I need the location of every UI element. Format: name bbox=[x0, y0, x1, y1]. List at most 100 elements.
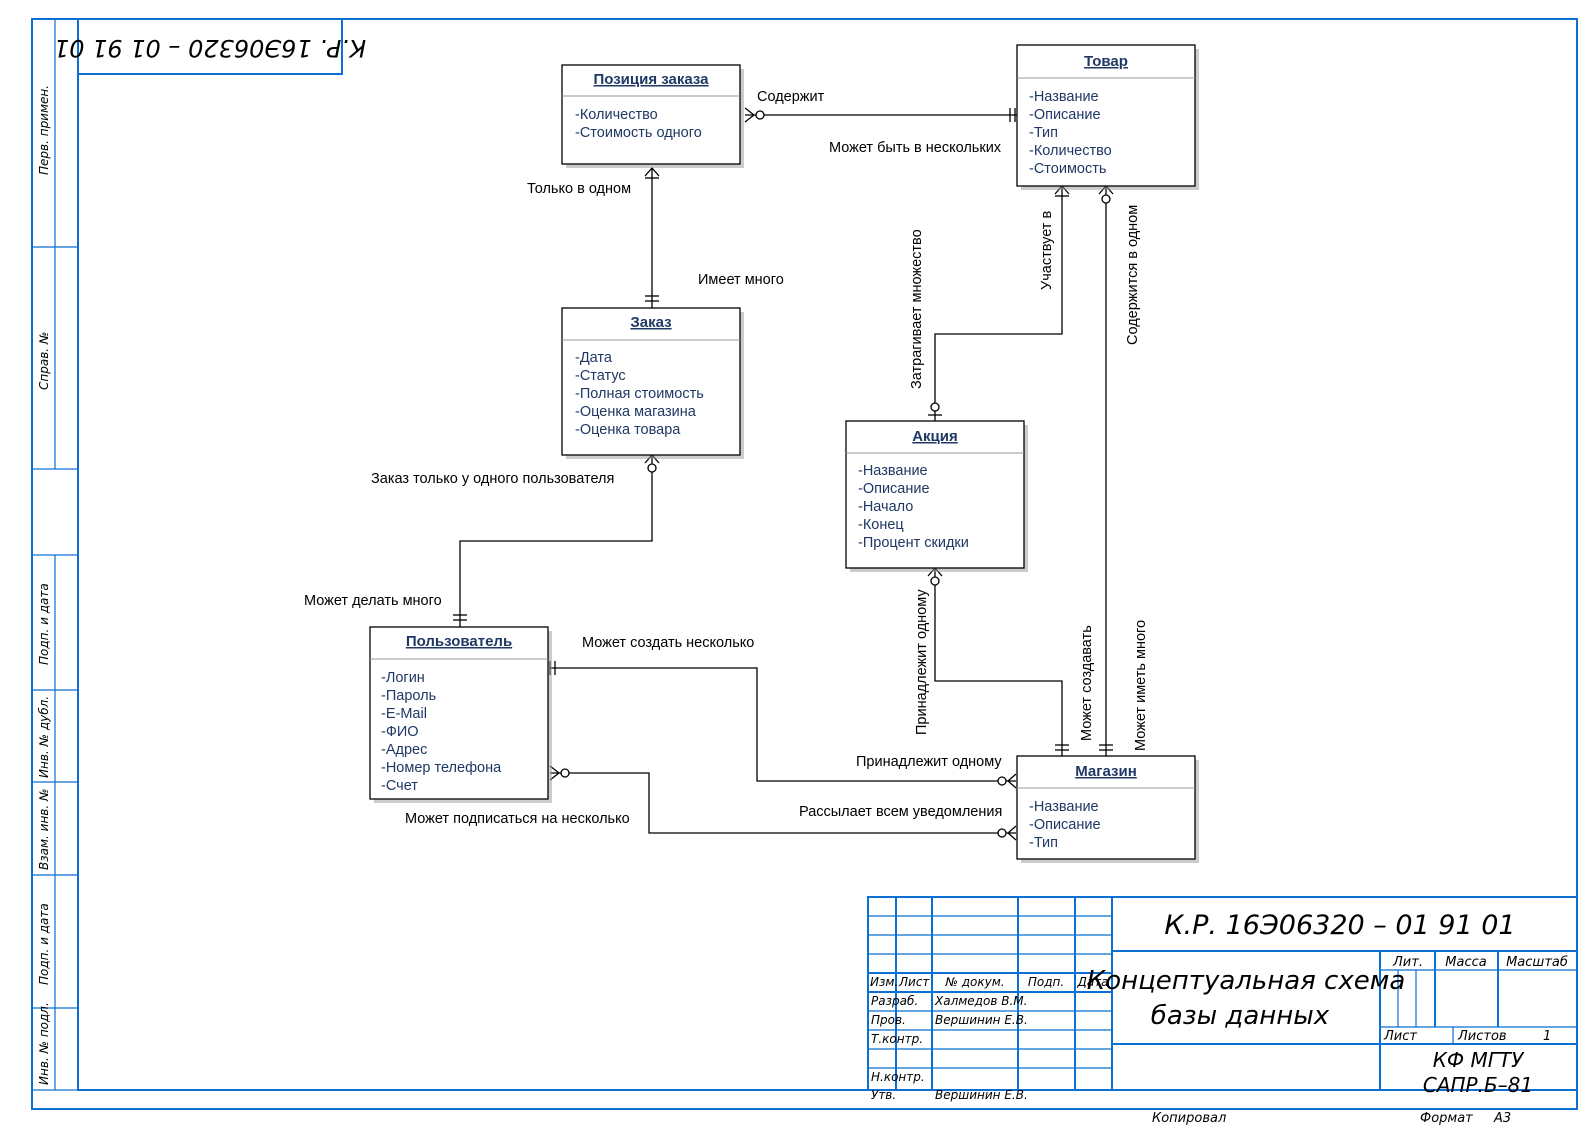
outer-frame bbox=[31, 18, 1578, 1110]
rel-order-user bbox=[453, 454, 660, 627]
entity-order-item-attr: -Количество bbox=[575, 107, 658, 123]
entity-promo-attr: -Конец bbox=[858, 517, 904, 533]
relation-label: Затрагивает множество bbox=[909, 229, 925, 389]
entity-user-title: Пользователь bbox=[406, 633, 512, 650]
entity-shop-title: Магазин bbox=[1075, 763, 1137, 780]
tb-razrab-name: Халмедов В.М. bbox=[934, 994, 1027, 1008]
entity-promo[interactable]: Акция -Название -Описание -Начало -Конец… bbox=[845, 420, 1028, 572]
entity-shop-attr: -Описание bbox=[1029, 817, 1101, 833]
tb-tkontr: Т.контр. bbox=[871, 1032, 923, 1046]
entity-product[interactable]: Товар -Название -Описание -Тип -Количест… bbox=[1016, 44, 1199, 190]
title-block-title-line2: базы данных bbox=[1151, 1001, 1330, 1031]
tb-prov-name: Вершинин Е.В. bbox=[935, 1013, 1028, 1027]
entity-promo-attr: -Начало bbox=[858, 499, 913, 515]
rel-product-promo bbox=[928, 185, 1070, 421]
tb-col-date: Дата bbox=[1076, 975, 1108, 989]
relation-label: Может быть в нескольких bbox=[829, 140, 1002, 156]
entity-order[interactable]: Заказ -Дата -Статус -Полная стоимость -О… bbox=[561, 307, 744, 459]
rel-user-shop-create bbox=[549, 661, 1017, 789]
tb-col-doc: № докум. bbox=[944, 975, 1004, 989]
tb-org-line1: КФ МГТУ bbox=[1433, 1048, 1525, 1072]
entity-user-attr: -Логин bbox=[381, 670, 425, 686]
entity-user[interactable]: Пользователь -Логин -Пароль -E-Mail -ФИО… bbox=[369, 626, 552, 803]
entity-order-title: Заказ bbox=[630, 314, 671, 331]
kopiroval-label: Копировал bbox=[1152, 1111, 1226, 1126]
entity-user-attr: -E-Mail bbox=[381, 706, 427, 722]
relation-label: Заказ только у одного пользователя bbox=[371, 471, 614, 487]
title-block-code: К.Р. 16Э06320 – 01 91 01 bbox=[1164, 910, 1515, 941]
side-label-2: Справ. № bbox=[37, 332, 51, 390]
side-label-5: Взам. инв. № bbox=[37, 789, 51, 870]
entity-promo-attr: -Описание bbox=[858, 481, 930, 497]
entity-order-attr: -Дата bbox=[575, 350, 613, 366]
entity-order-attr: -Статус bbox=[575, 368, 626, 384]
entity-user-attr: -Пароль bbox=[381, 688, 436, 704]
relation-label: Может иметь много bbox=[1133, 620, 1149, 751]
tb-prov: Пров. bbox=[871, 1013, 906, 1027]
entity-order-attr: -Оценка магазина bbox=[575, 404, 697, 420]
relation-label: Может создавать bbox=[1079, 625, 1095, 741]
rel-user-shop-subscribe bbox=[549, 765, 1017, 841]
rel-product-shop bbox=[1098, 185, 1114, 756]
entity-promo-attr: -Процент скидки bbox=[858, 535, 969, 551]
entity-user-attr: -Адрес bbox=[381, 742, 427, 758]
relation-label: Принадлежит одному bbox=[856, 754, 1002, 770]
tb-col-podp: Подп. bbox=[1028, 975, 1064, 989]
relation-label: Содержится в одном bbox=[1125, 205, 1141, 345]
tb-masshtab: Масштаб bbox=[1506, 955, 1568, 970]
relation-label: Только в одном bbox=[527, 181, 631, 197]
entity-order-item[interactable]: Позиция заказа -Количество -Стоимость од… bbox=[561, 64, 744, 168]
title-block: К.Р. 16Э06320 – 01 91 01 Концептуальная … bbox=[867, 896, 1578, 1102]
title-block-title-line1: Концептуальная схема bbox=[1087, 966, 1406, 996]
entity-product-attr: -Тип bbox=[1029, 125, 1058, 141]
side-label-1: Перв. примен. bbox=[37, 85, 51, 175]
entity-shop-attr: -Название bbox=[1029, 799, 1099, 815]
side-label-4: Инв. № дубл. bbox=[37, 696, 51, 778]
entity-order-item-title: Позиция заказа bbox=[593, 71, 709, 88]
left-strip: Перв. примен. Справ. № Подп. и дата Инв.… bbox=[31, 18, 79, 1091]
rel-promo-shop bbox=[927, 567, 1069, 756]
format-label: Формат bbox=[1420, 1111, 1473, 1126]
tb-massa: Масса bbox=[1445, 955, 1486, 970]
tb-utv-name: Вершинин Е.В. bbox=[935, 1088, 1028, 1102]
tb-listov: Листов bbox=[1457, 1029, 1507, 1044]
entity-order-attr: -Полная стоимость bbox=[575, 386, 704, 402]
entity-product-attr: -Стоимость bbox=[1029, 161, 1106, 177]
entity-product-attr: -Название bbox=[1029, 89, 1099, 105]
rel-order-item-order bbox=[644, 167, 660, 308]
relation-label: Может создать несколько bbox=[582, 635, 754, 651]
format-value: А3 bbox=[1493, 1111, 1511, 1126]
entity-shop-attr: -Тип bbox=[1029, 835, 1058, 851]
tb-list: Лист bbox=[1383, 1029, 1417, 1044]
relation-label: Принадлежит одному bbox=[914, 589, 930, 735]
relation-label: Может делать много bbox=[304, 593, 442, 609]
rel-order-item-product bbox=[744, 107, 1021, 123]
entity-promo-attr: -Название bbox=[858, 463, 928, 479]
rotated-stamp: К.Р. 16Э06320 – 01 91 01 bbox=[54, 18, 366, 75]
side-label-7: Инв. № подл. bbox=[37, 1002, 51, 1085]
relation-label: Имеет много bbox=[698, 272, 784, 288]
side-label-6: Подп. и дата bbox=[37, 903, 51, 985]
entity-order-attr: -Оценка товара bbox=[575, 422, 681, 438]
entity-product-attr: -Количество bbox=[1029, 143, 1112, 159]
tb-col-izm: Изм. bbox=[870, 975, 898, 989]
entity-user-attr: -Номер телефона bbox=[381, 760, 502, 776]
tb-col-list: Лист bbox=[898, 975, 930, 989]
tb-lit: Лит. bbox=[1392, 955, 1423, 970]
tb-org-line2: САПР.Б–81 bbox=[1423, 1073, 1533, 1097]
entity-user-attr: -ФИО bbox=[381, 724, 419, 740]
side-label-3: Подп. и дата bbox=[37, 583, 51, 665]
entity-user-attr: -Счет bbox=[381, 778, 418, 794]
relation-label: Содержит bbox=[757, 89, 825, 105]
tb-listov-value: 1 bbox=[1543, 1029, 1551, 1044]
tb-nkontr: Н.контр. bbox=[871, 1070, 925, 1084]
tb-utv: Утв. bbox=[871, 1088, 896, 1102]
entity-promo-title: Акция bbox=[912, 428, 958, 445]
relation-label: Участвует в bbox=[1039, 211, 1055, 290]
entity-shop[interactable]: Магазин -Название -Описание -Тип bbox=[1016, 755, 1199, 863]
entity-order-item-attr: -Стоимость одного bbox=[575, 125, 702, 141]
relation-label: Рассылает всем уведомления bbox=[799, 804, 1002, 820]
relation-label: Может подписаться на несколько bbox=[405, 811, 630, 827]
entity-product-attr: -Описание bbox=[1029, 107, 1101, 123]
